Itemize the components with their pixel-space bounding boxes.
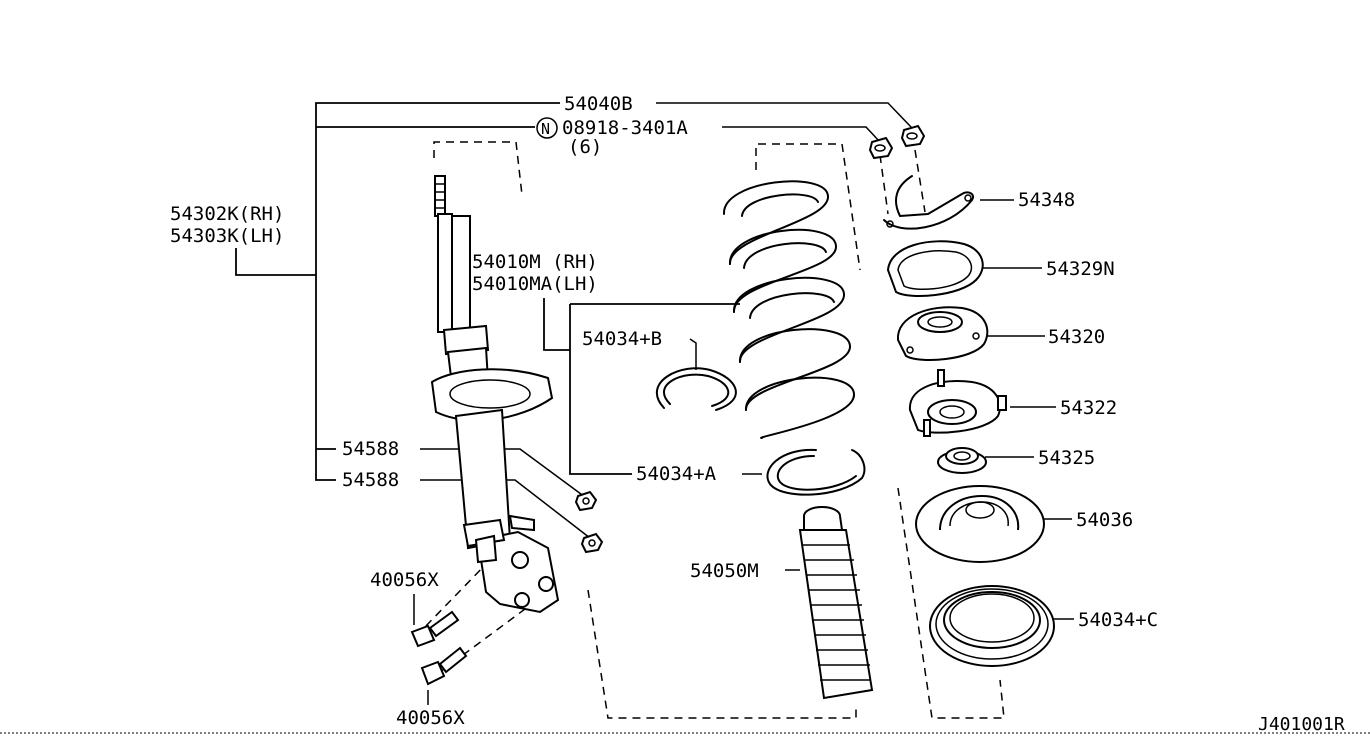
flange-nut-54040b (900, 124, 926, 148)
bracket-54348 (883, 175, 974, 230)
bolt-40056x-lower (420, 646, 468, 686)
seat-rubber-54034b (655, 367, 737, 411)
callout-nut-qty: (6) (568, 136, 602, 158)
callout-54040b: 54040B (564, 93, 633, 115)
callout-54588-lower: 54588 (342, 469, 399, 491)
callout-54010m: 54010M (RH) (472, 251, 598, 273)
callout-54348: 54348 (1018, 189, 1075, 211)
hardware (410, 124, 926, 686)
nut-08918 (868, 136, 894, 160)
callout-54320: 54320 (1048, 326, 1105, 348)
bound-bumper-boot (798, 506, 874, 700)
nut-54588-upper (574, 490, 598, 512)
callout-54302k: 54302K(RH) (170, 203, 284, 225)
spring-seat-54322 (908, 369, 1007, 437)
leader-lines (235, 102, 1074, 705)
seat-rubber-54034a (766, 448, 866, 496)
callout-54325: 54325 (1038, 447, 1095, 469)
note-marker-circle (536, 117, 558, 139)
callout-54588-upper: 54588 (342, 438, 399, 460)
figure-id: J401001R (1258, 714, 1345, 735)
callout-40056x-lower: 40056X (396, 707, 465, 729)
coil-spring (722, 180, 856, 439)
callout-nut-code: 08918-3401A (562, 117, 688, 139)
callout-54329n: 54329N (1046, 258, 1115, 280)
callout-54303k: 54303K(LH) (170, 225, 284, 247)
callout-40056x-upper: 40056X (370, 569, 439, 591)
callout-54034c: 54034+C (1078, 609, 1158, 631)
callout-labels: 54040B N 08918-3401A (6) 54302K(RH) 5430… (170, 93, 1345, 735)
callout-54322: 54322 (1060, 397, 1117, 419)
callout-54050m: 54050M (690, 560, 759, 582)
strut (430, 175, 560, 614)
seal-54034c (929, 585, 1055, 667)
insulator-54329n (886, 240, 984, 297)
callout-54034b: 54034+B (582, 328, 662, 350)
callout-nut-marker: N (541, 120, 550, 138)
callout-54010ma: 54010MA(LH) (472, 273, 598, 295)
rubber-seat-54036 (915, 485, 1045, 563)
strut-mount-54320 (896, 306, 989, 361)
bearing-54325 (937, 447, 987, 474)
nut-54588-lower (580, 532, 604, 554)
callout-54034a: 54034+A (636, 463, 717, 485)
bolt-40056x-upper (410, 610, 460, 648)
callout-54036: 54036 (1076, 509, 1133, 531)
